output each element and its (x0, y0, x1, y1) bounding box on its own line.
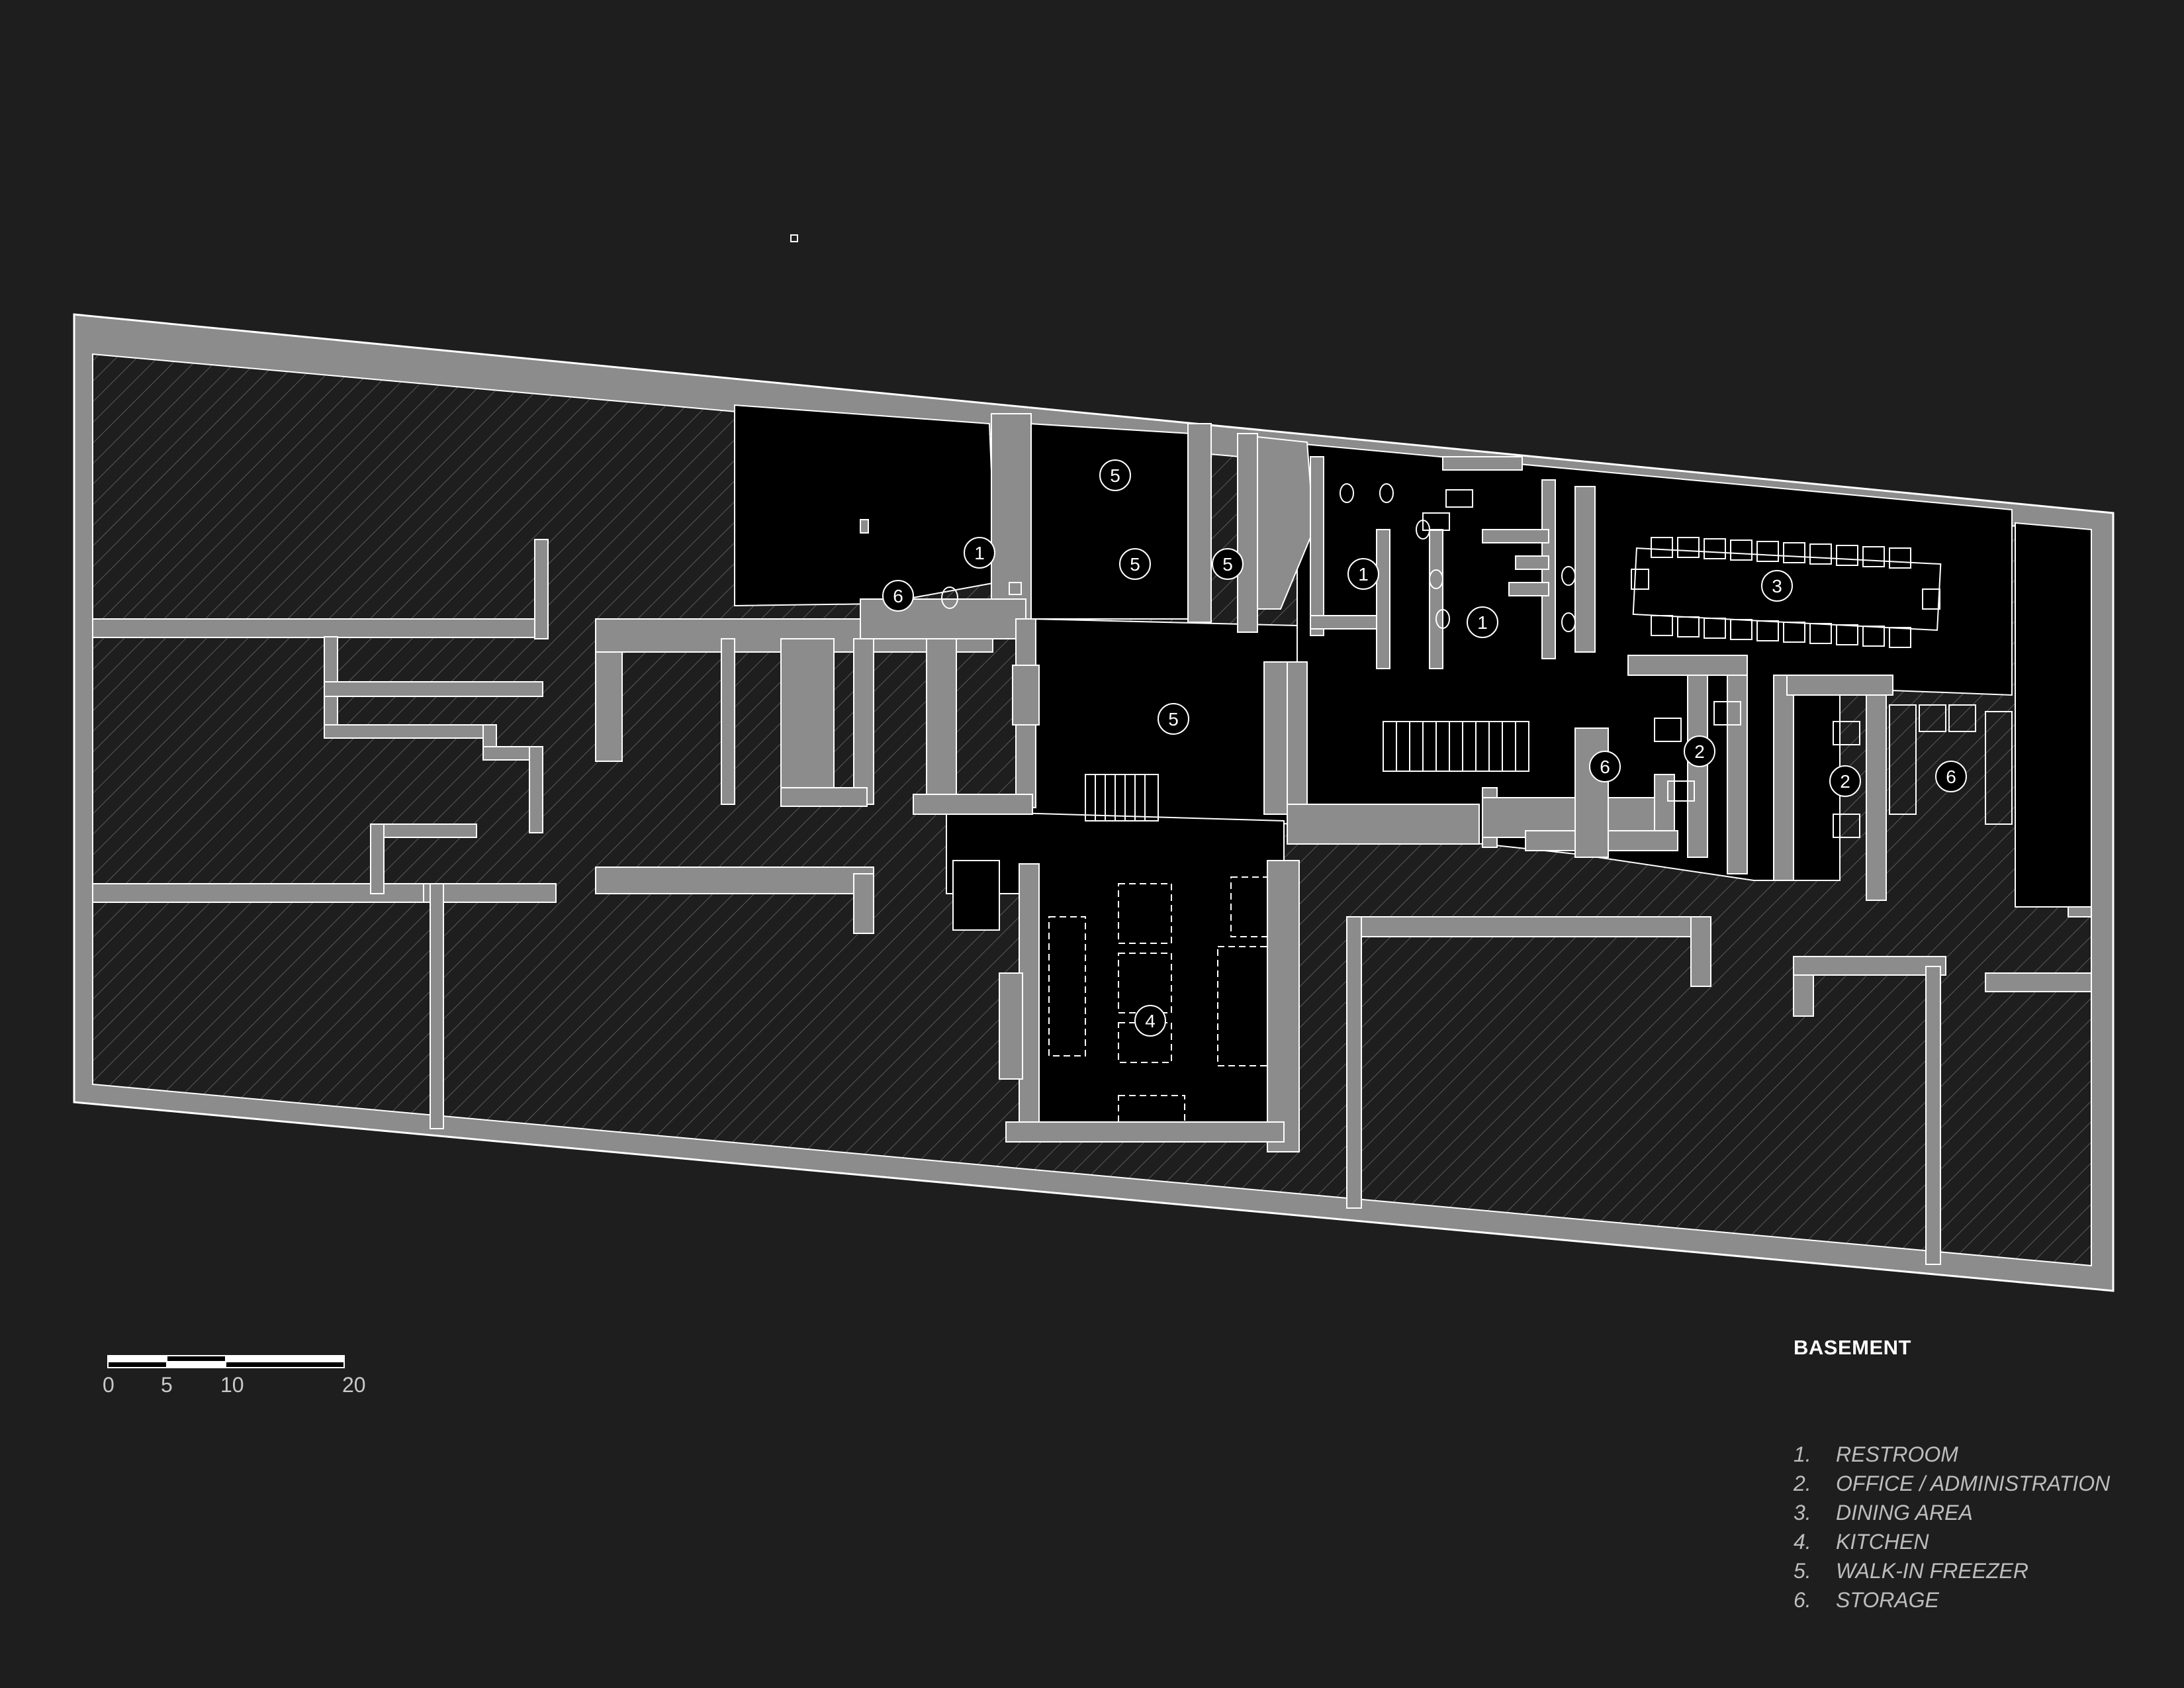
room-tag-freezer-b: 5 (1119, 548, 1151, 580)
svg-text:5: 5 (1130, 554, 1140, 575)
legend-label: DINING AREA (1836, 1501, 1973, 1524)
storage-shelving (1889, 704, 2013, 825)
left-partitions (92, 539, 2092, 1265)
legend-item: 1. RESTROOM (1794, 1440, 2110, 1469)
scale-tick-0: 0 (103, 1373, 114, 1397)
svg-text:6: 6 (893, 586, 903, 606)
scale-tick-20: 20 (342, 1373, 366, 1397)
dining-furniture (1631, 537, 1942, 648)
svg-text:4: 4 (1145, 1011, 1156, 1031)
legend-label: KITCHEN (1836, 1530, 1929, 1554)
svg-text:6: 6 (1600, 757, 1610, 777)
legend-label: STORAGE (1836, 1588, 1939, 1612)
core-walls (860, 413, 1893, 1152)
legend-number: 5. (1794, 1559, 1811, 1583)
legend-label: WALK-IN FREEZER (1836, 1559, 2028, 1583)
svg-text:6: 6 (1946, 767, 1956, 787)
svg-text:3: 3 (1772, 576, 1782, 596)
legend-number: 3. (1794, 1501, 1811, 1524)
plan-title: BASEMENT (1794, 1336, 1911, 1359)
scale-tick-5: 5 (161, 1373, 173, 1397)
svg-text:5: 5 (1168, 709, 1179, 729)
restroom-partitions (1310, 456, 1596, 669)
scale-tick-10: 10 (220, 1373, 244, 1397)
room-tag-freezer-d: 5 (1158, 703, 1189, 735)
room-tag-office-b: 2 (1829, 765, 1861, 797)
svg-text:2: 2 (1694, 741, 1705, 762)
room-tag-restroom-b: 1 (1347, 558, 1379, 590)
legend: 1. RESTROOM 2. OFFICE / ADMINISTRATION 3. D… (1794, 1440, 2110, 1615)
legend-item: 6. STORAGE (1794, 1585, 2110, 1615)
fixtures (790, 234, 1576, 632)
svg-text:1: 1 (1358, 564, 1369, 585)
room-tag-freezer-c: 5 (1212, 548, 1244, 580)
kitchen-equipment (1048, 876, 1268, 1123)
room-tag-storage-c: 6 (1935, 761, 1967, 792)
legend-item: 3. DINING AREA (1794, 1498, 2110, 1527)
svg-text:5: 5 (1222, 554, 1233, 575)
room-tag-storage-b: 6 (1589, 751, 1621, 782)
room-tag-storage-a: 6 (882, 580, 914, 612)
room-tag-restroom-a: 1 (964, 537, 995, 569)
legend-number: 2. (1794, 1472, 1811, 1495)
room-tag-kitchen: 4 (1134, 1005, 1166, 1037)
room-tag-office-a: 2 (1684, 735, 1715, 767)
room-tags: 1 1 1 2 2 3 4 5 (882, 459, 1967, 1037)
legend-number: 6. (1794, 1588, 1811, 1612)
svg-text:1: 1 (974, 543, 985, 563)
room-tag-dining: 3 (1761, 570, 1793, 602)
stairs (1085, 721, 1529, 821)
legend-label: RESTROOM (1836, 1442, 1958, 1466)
svg-text:5: 5 (1110, 465, 1120, 486)
room-tag-restroom-c: 1 (1467, 606, 1498, 638)
scale-bar (107, 1355, 345, 1368)
legend-item: 5. WALK-IN FREEZER (1794, 1556, 2110, 1585)
legend-item: 2. OFFICE / ADMINISTRATION (1794, 1469, 2110, 1498)
legend-number: 1. (1794, 1442, 1811, 1466)
room-tag-freezer-a: 5 (1099, 459, 1131, 491)
office-furniture (1654, 701, 1860, 838)
legend-label: OFFICE / ADMINISTRATION (1836, 1472, 2111, 1495)
svg-text:2: 2 (1840, 771, 1850, 792)
svg-text:1: 1 (1477, 612, 1488, 633)
legend-number: 4. (1794, 1530, 1811, 1554)
legend-item: 4. KITCHEN (1794, 1527, 2110, 1556)
